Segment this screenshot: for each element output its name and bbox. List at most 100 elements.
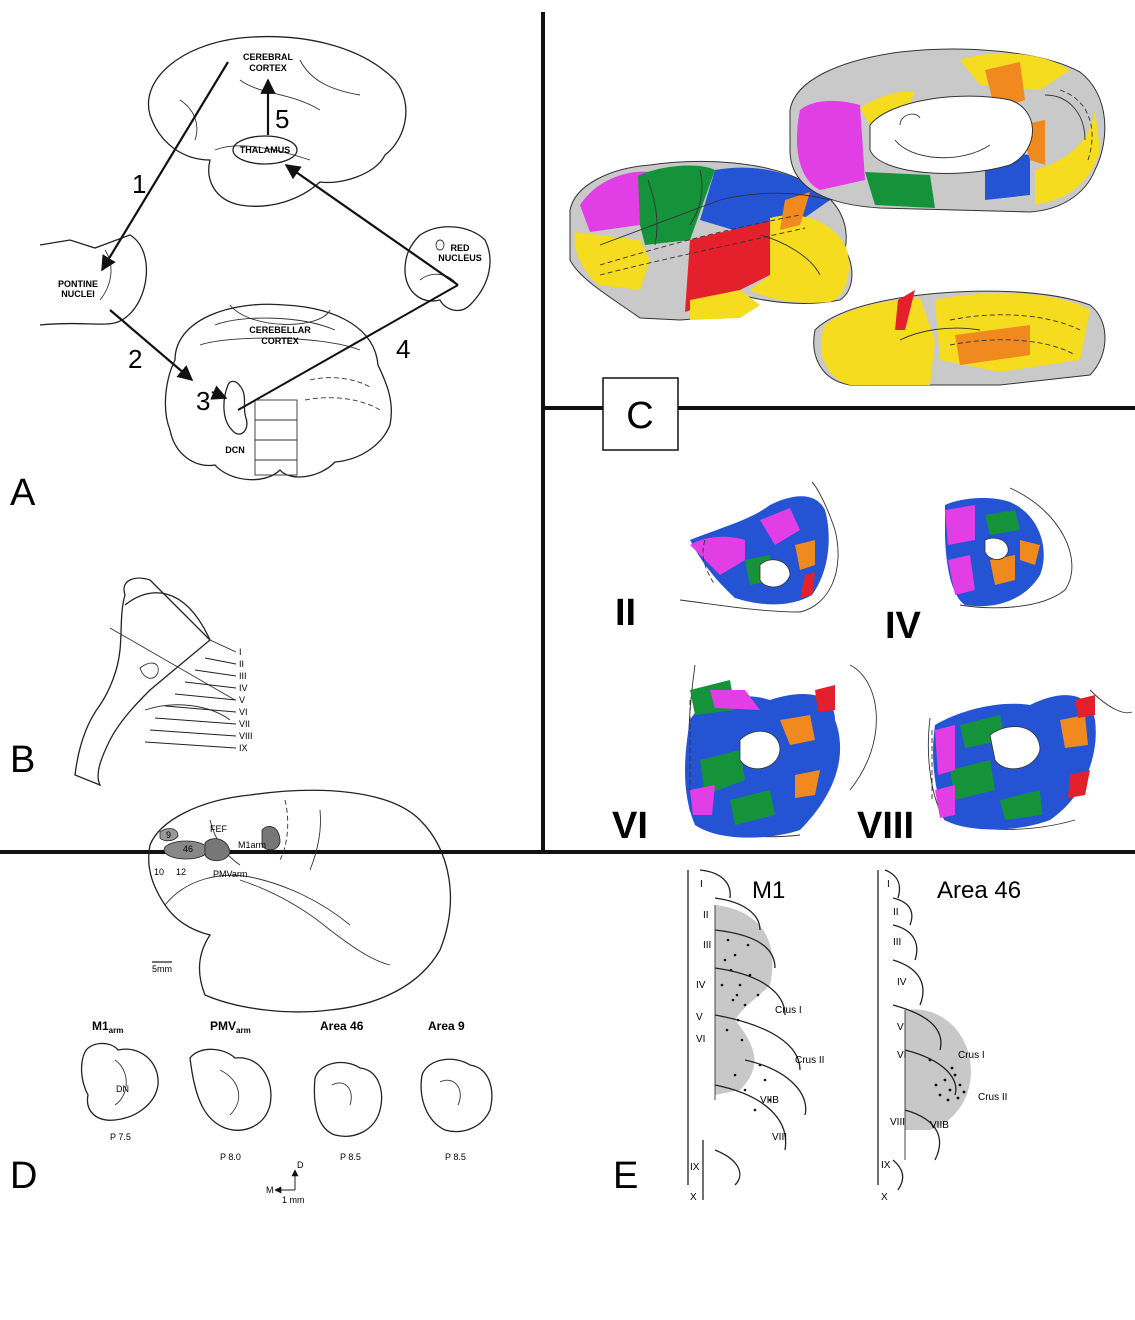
section-label-ii: II [615, 592, 636, 634]
svg-text:VII: VII [239, 719, 250, 729]
brain-label-pmvarm: PMVarm [213, 869, 247, 879]
section-label-viii: VIII [857, 805, 914, 847]
brain-label-12: 12 [176, 867, 186, 877]
svg-text:IV: IV [239, 683, 248, 693]
panel-e-label: E [613, 1155, 638, 1197]
pathway-number-1: 1 [132, 169, 146, 199]
svg-text:V: V [239, 695, 245, 705]
svg-text:P 7.5: P 7.5 [110, 1132, 131, 1142]
svg-text:X: X [690, 1192, 697, 1203]
coronal-section-4: Area 9 P 8.5 [421, 1019, 492, 1162]
svg-text:IX: IX [881, 1160, 891, 1171]
scale-5mm: 5mm [152, 964, 172, 974]
arrow-4b [286, 165, 458, 285]
svg-text:X: X [881, 1192, 888, 1203]
svg-text:II: II [239, 659, 244, 669]
pathway-number-3: 3 [196, 386, 210, 416]
svg-text:VI: VI [696, 1034, 705, 1045]
svg-text:VIIB: VIIB [930, 1120, 949, 1131]
section-ii: II [615, 482, 838, 634]
monkey-brain-outline [149, 790, 451, 1012]
pmv-region [205, 839, 230, 861]
e-area46-title: Area 46 [937, 877, 1021, 904]
svg-text:1 mm: 1 mm [282, 1195, 305, 1205]
brain-label-m1arm: M1arm [238, 840, 266, 850]
coronal-section-3: Area 46 P 8.5 [314, 1019, 381, 1162]
svg-text:M: M [266, 1185, 274, 1195]
panel-c-label: C [626, 395, 653, 437]
panel-d-label: D [10, 1155, 37, 1197]
e-m1-title: M1 [752, 877, 785, 904]
lobule-labels: I II III IV V VI VII VIII IX [239, 647, 253, 753]
svg-text:Crus I: Crus I [775, 1005, 802, 1016]
pathway-number-4: 4 [396, 334, 410, 364]
svg-text:III: III [703, 940, 711, 951]
svg-text:III: III [239, 671, 247, 681]
arrow-2 [110, 310, 192, 380]
svg-text:I: I [239, 647, 242, 657]
orientation-axes: D M 1 mm [266, 1160, 305, 1205]
panel-c-cortex [570, 49, 1105, 385]
svg-text:IV: IV [696, 980, 706, 991]
svg-text:VIII: VIII [890, 1117, 905, 1128]
svg-text:V: V [696, 1012, 703, 1023]
svg-text:Crus I: Crus I [958, 1050, 985, 1061]
dcn-label: DCN [225, 445, 245, 455]
brain-label-fef: FEF [210, 824, 228, 834]
panel-c-label-box: C [603, 378, 678, 450]
svg-text:I: I [887, 879, 890, 890]
pathway-number-2: 2 [128, 344, 142, 374]
svg-text:P 8.5: P 8.5 [445, 1152, 466, 1162]
svg-text:VI: VI [239, 707, 248, 717]
svg-text:P 8.0: P 8.0 [220, 1152, 241, 1162]
svg-text:PMVarm: PMVarm [210, 1019, 251, 1035]
svg-text:Area 46: Area 46 [320, 1019, 364, 1033]
svg-text:Crus II: Crus II [978, 1092, 1007, 1103]
svg-text:VI: VI [897, 1050, 906, 1061]
svg-text:P 8.5: P 8.5 [340, 1152, 361, 1162]
svg-text:IV: IV [897, 977, 907, 988]
svg-text:D: D [297, 1160, 304, 1170]
panel-e: I II III IV V VI VIIB VIII IX X Crus I C… [613, 870, 1021, 1203]
svg-text:M1arm: M1arm [92, 1019, 123, 1035]
thalamus-label: THALAMUS [240, 145, 291, 155]
coronal-section-2: PMVarm P 8.0 [190, 1019, 271, 1162]
svg-text:DN: DN [116, 1084, 129, 1094]
section-iv: IV [885, 488, 1072, 647]
svg-text:IX: IX [239, 743, 248, 753]
panel-a-label: A [10, 472, 36, 514]
arrow-3 [212, 392, 226, 398]
coronal-section-1: M1arm DN P 7.5 [82, 1019, 159, 1142]
svg-text:VIII: VIII [772, 1132, 787, 1143]
e-m1-column: I II III IV V VI VIIB VIII IX X Crus I C… [688, 870, 824, 1203]
svg-text:II: II [703, 910, 709, 921]
panel-c-sections: II IV VI [612, 482, 1132, 847]
e-area46-column: I II III IV V VI VIIB VIII IX X Crus I C… [878, 870, 1021, 1203]
red-nucleus-outline [405, 227, 490, 311]
section-vi: VI [612, 665, 876, 847]
svg-text:Area 9: Area 9 [428, 1019, 465, 1033]
svg-text:IX: IX [690, 1162, 700, 1173]
svg-text:III: III [893, 937, 901, 948]
section-label-iv: IV [885, 605, 922, 647]
svg-text:VIII: VIII [239, 731, 253, 741]
svg-text:II: II [893, 907, 899, 918]
ventral-hemisphere [814, 290, 1105, 385]
medial-hemisphere [790, 49, 1105, 212]
brain-label-9: 9 [166, 830, 171, 840]
section-label-vi: VI [612, 805, 648, 847]
svg-text:VIIB: VIIB [760, 1095, 779, 1106]
svg-text:Crus II: Crus II [795, 1055, 824, 1066]
brain-label-10: 10 [154, 867, 164, 877]
panel-b-label: B [10, 739, 35, 781]
section-viii: VIII [857, 690, 1132, 847]
pathway-number-5: 5 [275, 104, 289, 134]
panel-b: I II III IV V VI VII VIII IX B [10, 578, 253, 785]
brain-label-46: 46 [183, 844, 193, 854]
